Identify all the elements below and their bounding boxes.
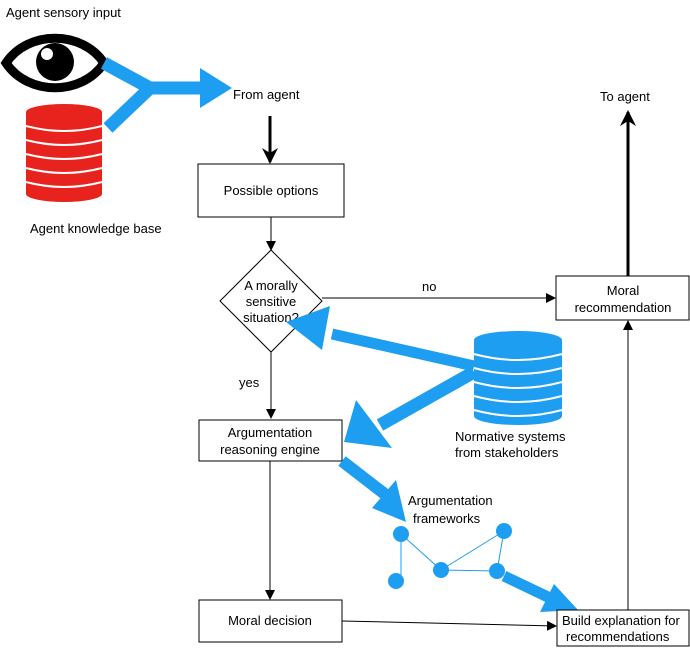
no-label: no [422, 279, 436, 294]
yes-label: yes [239, 375, 260, 390]
moral-decision-box: Moral decision [198, 599, 343, 643]
decision-to-explanation-arrow [341, 620, 557, 631]
moral-recommendation-line-2: recommendation [575, 300, 672, 315]
red-database-icon [25, 104, 103, 202]
moral-recommendation-box: Moral recommendation [555, 275, 690, 321]
normative-label-2: from stakeholders [455, 445, 559, 460]
to-agent-label: To agent [600, 89, 650, 104]
from-agent-label: From agent [233, 87, 300, 102]
moral-decision-label: Moral decision [228, 613, 312, 628]
frameworks-label-1: Argumentation [408, 493, 493, 508]
knowledge-base-label: Agent knowledge base [30, 221, 162, 236]
possible-options-label: Possible options [224, 183, 319, 198]
explanation-line-1: Build explanation for [562, 613, 680, 628]
normative-to-engine-arrow [344, 366, 478, 448]
reasoning-engine-box: Argumentation reasoning engine [198, 419, 343, 462]
eye-icon [0, 33, 110, 93]
frameworks-to-explanation-arrow [501, 571, 578, 612]
moral-recommendation-line-1: Moral [607, 283, 640, 298]
engine-line-1: Argumentation [228, 425, 313, 440]
frameworks-label-2: frameworks [413, 511, 481, 526]
decision-line-1: A morally [244, 278, 298, 293]
build-explanation-box: Build explanation for recommendations [556, 609, 690, 647]
engine-line-2: reasoning engine [220, 442, 320, 457]
decision-line-2: sensitive [246, 294, 297, 309]
engine-to-frameworks-arrow [338, 456, 406, 522]
normative-to-decision-arrow [286, 306, 476, 372]
sensory-input-label: Agent sensory input [6, 5, 121, 20]
decision-line-3: situation? [243, 310, 299, 325]
argument-graph-icon [388, 523, 512, 589]
normative-label-1: Normative systems [455, 429, 566, 444]
possible-options-box: Possible options [197, 163, 345, 218]
input-merge-arrow [100, 57, 232, 133]
explanation-line-2: recommendations [566, 629, 670, 644]
blue-database-icon [473, 331, 563, 425]
